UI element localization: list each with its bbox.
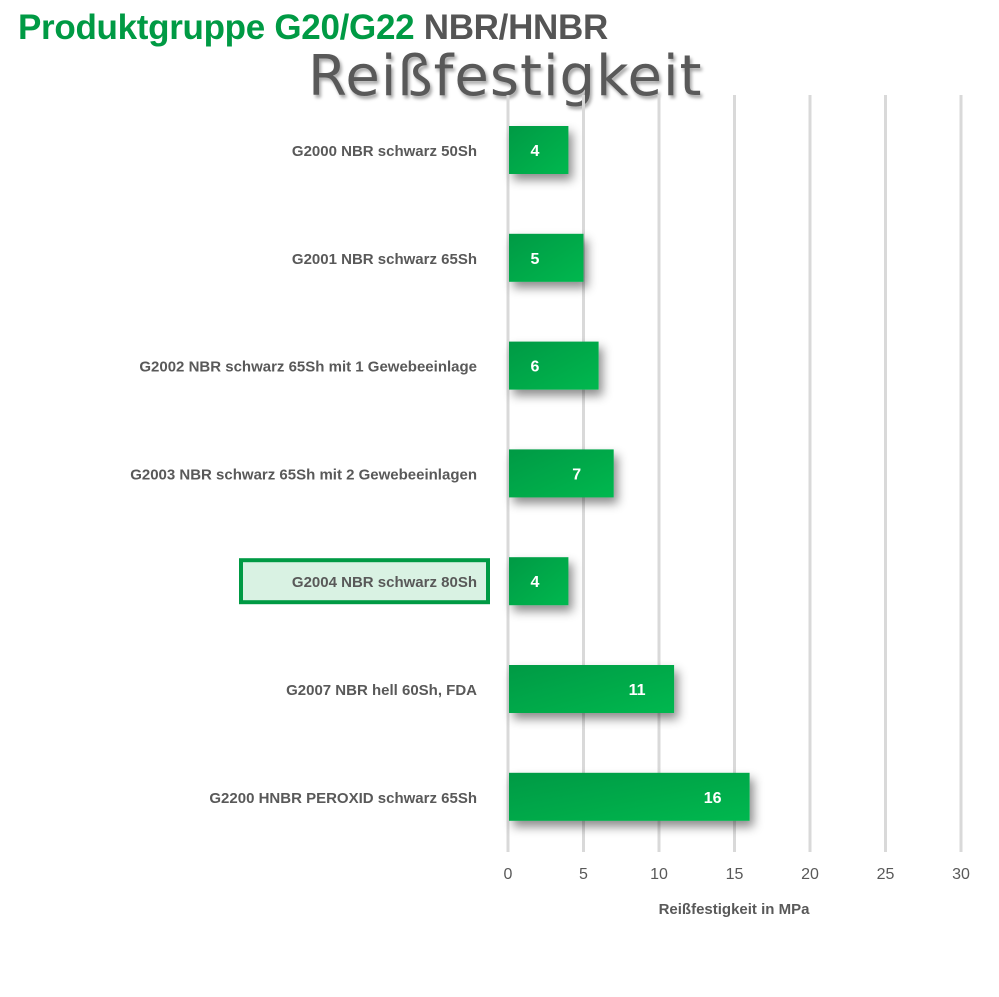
x-tick-label: 25 [877,866,895,883]
x-axis-title: Reißfestigkeit in MPa [659,901,811,918]
bar [509,772,750,821]
x-tick-label: 30 [952,866,970,883]
bar [509,341,599,390]
bar [509,449,614,498]
x-tick-label: 10 [650,866,668,883]
category-label: G2002 NBR schwarz 65Sh mit 1 Gewebeeinla… [139,359,477,376]
highlight-box [239,558,490,605]
bar [509,233,584,282]
category-label: G2200 HNBR PEROXID schwarz 65Sh [209,790,477,807]
heading-grey: NBR/HNBR [423,8,609,47]
bar [509,665,675,713]
x-tick-label: 15 [726,866,744,883]
category-label: G2003 NBR schwarz 65Sh mit 2 Gewebeeinla… [130,466,477,483]
data-label: 5 [531,251,540,268]
x-tick-label: 0 [504,866,513,883]
bar [509,126,569,174]
bar [509,557,569,606]
chart-title: Reißfestigkeit [308,44,703,109]
data-label: 16 [704,790,722,807]
heading-green: Produktgruppe G20/G22 [18,8,415,47]
x-tick-label: 20 [801,866,819,883]
x-tick-label: 5 [579,866,588,883]
category-label: G2004 NBR schwarz 80Sh [292,574,477,591]
data-label: 6 [531,359,540,376]
data-label: 11 [629,682,646,699]
data-label: 4 [531,143,540,160]
chart-heading: Produktgruppe G20/G22 NBR/HNBR [18,8,608,48]
data-label: 7 [572,466,581,483]
category-label: G2001 NBR schwarz 65Sh [292,251,477,268]
category-label: G2000 NBR schwarz 50Sh [292,143,477,160]
category-label: G2007 NBR hell 60Sh, FDA [286,682,477,699]
data-label: 4 [531,574,540,591]
